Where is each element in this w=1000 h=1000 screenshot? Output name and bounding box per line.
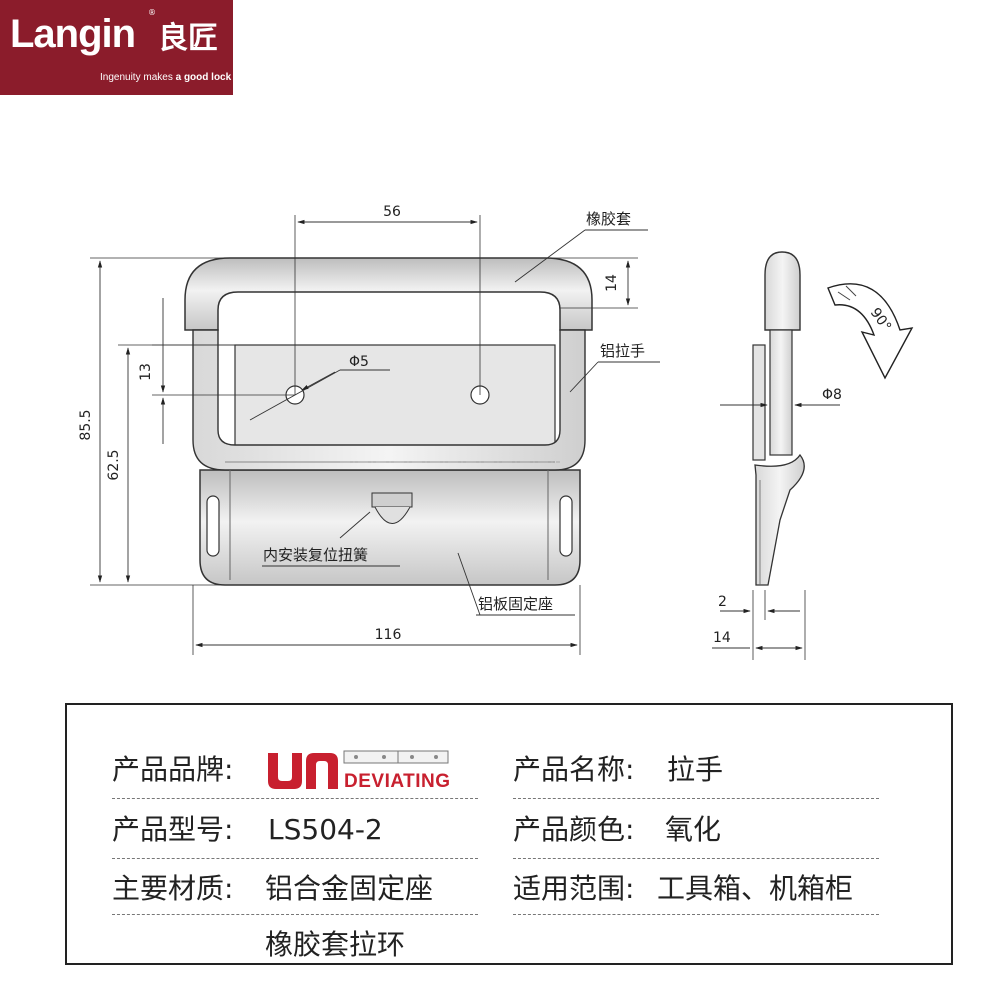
dim-56: 56 — [294, 204, 481, 395]
scope-label: 适用范围: — [513, 872, 635, 905]
name-label: 产品名称: — [513, 753, 635, 786]
dim-14-side-label: 14 — [713, 630, 731, 646]
brand-value: DEVIATING — [344, 771, 450, 791]
scope-value: 工具箱、机箱柜 — [657, 872, 854, 905]
material-value-2: 橡胶套拉环 — [265, 928, 406, 961]
dim-14-top: 14 — [545, 257, 638, 309]
dim-13-label: 13 — [138, 363, 154, 381]
divider — [513, 798, 879, 799]
divider — [112, 914, 478, 915]
model-value: LS504-2 — [268, 813, 383, 846]
divider — [112, 858, 478, 859]
name-value: 拉手 — [667, 753, 724, 786]
label-handle-text: 铝拉手 — [600, 342, 645, 360]
logo-tagline-pre: Ingenuity makes — [100, 72, 176, 83]
logo-brand-cn: 良匠 — [158, 21, 218, 56]
dim-phi8-label: Φ8 — [822, 387, 842, 403]
dim-62-5-label: 62.5 — [106, 449, 122, 480]
dim-85-5-label: 85.5 — [78, 409, 94, 440]
logo-tagline-bold: a good lock — [175, 72, 232, 83]
divider — [513, 858, 879, 859]
label-base-plate: 铝板固定座 — [457, 552, 575, 616]
label-base-text: 铝板固定座 — [478, 595, 553, 613]
dim-85-5: 85.5 — [78, 257, 230, 586]
handle-front — [184, 257, 593, 580]
handle-side-view — [752, 251, 805, 586]
logo-reg-mark: ® — [148, 8, 156, 17]
logo-brand: Langin — [10, 12, 136, 56]
material-value-1: 铝合金固定座 — [265, 872, 434, 905]
label-rubber-sleeve: 橡胶套 — [514, 210, 648, 283]
dim-14-top-label: 14 — [604, 274, 620, 292]
divider — [513, 914, 879, 915]
brand-label: 产品品牌: — [112, 753, 234, 786]
label-aluminium-handle: 铝拉手 — [569, 342, 660, 393]
label-rubber-text: 橡胶套 — [586, 210, 631, 228]
divider — [112, 798, 478, 799]
langin-logo: Langin ® 良匠 Ingenuity makes a good lock — [0, 0, 233, 95]
material-label: 主要材质: — [112, 872, 234, 905]
logo-tagline: Ingenuity makes a good lock — [100, 72, 231, 83]
dim-56-label: 56 — [383, 204, 401, 220]
model-label: 产品型号: — [112, 813, 234, 846]
deviating-brand-logo: DEVIATING — [264, 749, 450, 792]
label-return-spring: 内安装复位扭簧 — [262, 511, 400, 567]
color-label: 产品颜色: — [513, 813, 635, 846]
dim-116-label: 116 — [375, 627, 402, 643]
dim-2-label: 2 — [718, 594, 727, 610]
technical-drawing: 56 14 13 Φ5 85.5 62.5 116 — [78, 204, 914, 660]
hinge-icon — [343, 750, 449, 764]
color-value: 氧化 — [665, 813, 722, 846]
dim-phi5: Φ5 — [249, 354, 390, 421]
dim-phi5-label: Φ5 — [349, 354, 369, 370]
dim-116: 116 — [192, 585, 581, 655]
spec-box — [65, 703, 953, 965]
rotation-arrow-icon: 90° — [827, 283, 914, 380]
label-spring-text: 内安装复位扭簧 — [263, 546, 368, 564]
un-logo-icon — [268, 753, 338, 789]
dim-62-5: 62.5 — [106, 344, 235, 583]
dim-14-side: 14 — [712, 590, 806, 660]
dim-phi8: Φ8 — [720, 387, 842, 408]
dim-2: 2 — [718, 590, 800, 660]
